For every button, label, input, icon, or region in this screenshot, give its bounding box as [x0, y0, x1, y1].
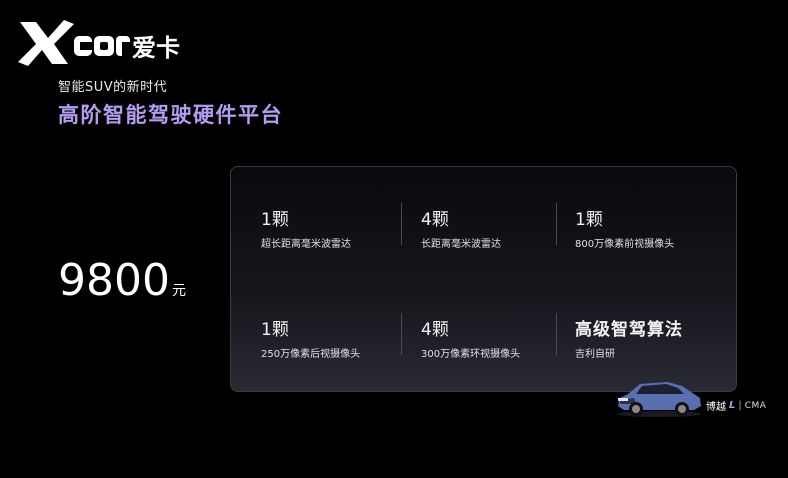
spec-label: 800万像素前视摄像头 [575, 239, 675, 250]
spec-divider [556, 313, 557, 355]
page-subtitle: 智能SUV的新时代 [58, 80, 168, 95]
spec-label: 长距离毫米波雷达 [421, 239, 501, 250]
car-image [614, 376, 704, 418]
spec-cell-4: 1颗 250万像素后视摄像头 [261, 315, 360, 360]
spec-value: 1颗 [575, 210, 603, 230]
spec-label: 吉利自研 [575, 349, 615, 360]
brand-separator: | [738, 400, 742, 411]
spec-label: 超长距离毫米波雷达 [261, 239, 351, 250]
model-brand: 博越 L | CMA [706, 398, 766, 413]
spec-label: 250万像素后视摄像头 [261, 349, 361, 360]
spec-cell-5: 4颗 300万像素环视摄像头 [421, 315, 520, 360]
spec-cell-3: 1颗 800万像素前视摄像头 [575, 205, 674, 250]
spec-value: 1颗 [261, 320, 289, 340]
spec-cell-1: 1颗 超长距离毫米波雷达 [261, 205, 351, 250]
spec-cell-6: 高级智驾算法 吉利自研 [575, 315, 683, 360]
spec-divider [556, 203, 557, 245]
spec-panel: 1颗 超长距离毫米波雷达 4颗 长距离毫米波雷达 1颗 800万像素前视摄像头 … [230, 166, 737, 392]
spec-divider [401, 203, 402, 245]
spec-value: 高级智驾算法 [575, 320, 683, 340]
xcar-logo: 爱卡 [14, 16, 184, 68]
spec-value: 4颗 [421, 320, 449, 340]
price-value: 9800 [58, 255, 170, 306]
brand-accent: L [729, 400, 736, 411]
logo-chinese-text: 爱卡 [132, 34, 180, 62]
brand-platform: CMA [744, 400, 767, 411]
price-unit: 元 [171, 283, 186, 299]
spec-divider [401, 313, 402, 355]
page-title: 高阶智能驾驶硬件平台 [58, 103, 283, 127]
brand-name: 博越 [706, 402, 726, 413]
price-display: 9800 元 [58, 255, 186, 306]
spec-value: 1颗 [261, 210, 289, 230]
spec-cell-2: 4颗 长距离毫米波雷达 [421, 205, 501, 250]
spec-label: 300万像素环视摄像头 [421, 349, 521, 360]
spec-value: 4颗 [421, 210, 449, 230]
